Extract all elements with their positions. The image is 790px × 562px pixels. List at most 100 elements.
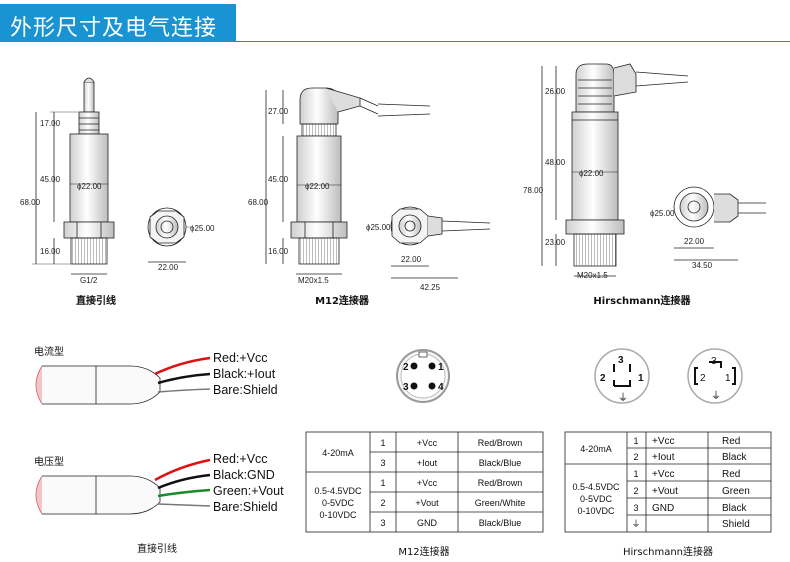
table-cell: 1: [380, 438, 385, 448]
dim-label: ϕ22.00: [305, 182, 330, 191]
dim-label: 45.00: [40, 175, 61, 184]
table-cell: 1: [633, 436, 638, 446]
table-cell: 0.5-4.5VDC: [572, 482, 620, 492]
table-cell: 2: [633, 452, 638, 462]
table-cell: 0-10VDC: [319, 510, 357, 520]
wiring-voltage-title: 电压型: [34, 455, 64, 468]
pin-label: 3: [403, 382, 409, 393]
table-cell: 1: [380, 478, 385, 488]
dims-direct: 17.00 45.00 68.00 16.00 G1/2 ϕ22.00 ϕ25.…: [20, 119, 215, 307]
dim-label: ϕ22.00: [77, 182, 102, 191]
dim-label: 22.00: [158, 263, 179, 272]
dim-label: 68.00: [20, 198, 41, 207]
dim-label: 16.00: [268, 247, 289, 256]
pin-label: 3: [618, 355, 624, 366]
table-cell: 1: [633, 469, 638, 479]
drawing-m12: [265, 87, 491, 279]
table-cell: 3: [380, 458, 385, 468]
pin-label: 1: [725, 373, 731, 384]
page-title: 外形尺寸及电气连接: [10, 16, 218, 41]
wire-label: Bare:Shield: [213, 500, 278, 514]
pin-label: 2: [403, 362, 409, 373]
dim-label: 17.00: [40, 119, 61, 128]
dim-label: 22.00: [401, 255, 422, 264]
pin-label: 2: [600, 373, 606, 384]
dim-label: 48.00: [545, 158, 566, 167]
drawing-hirschmann: [541, 63, 766, 277]
table-cell: Green/White: [475, 498, 526, 508]
dims-m12: 27.00 45.00 68.00 16.00 M20x1.5 ϕ22.00 ϕ…: [248, 107, 441, 307]
hirschmann-pin-face-right: 3 2 1 ⏚: [687, 348, 743, 404]
wiring-current: 电流型 Red:+Vcc Black:+Iout Bare:Shield: [34, 345, 278, 405]
wire-label: Bare:Shield: [213, 383, 278, 397]
pin-label: 2: [700, 373, 706, 384]
pin-label: 3: [711, 356, 717, 367]
table-cell: 2: [633, 486, 638, 496]
table-cell: 0-5VDC: [322, 498, 355, 508]
m12-table-caption: M12连接器: [398, 545, 449, 558]
dim-label: 26.00: [545, 87, 566, 96]
table-cell: 3: [633, 503, 638, 513]
dim-label: ϕ25.00: [650, 209, 675, 218]
dim-label: 42.25: [420, 283, 441, 292]
table-cell: GND: [652, 503, 674, 514]
dim-label: 45.00: [268, 175, 289, 184]
table-cell: +Vcc: [652, 469, 675, 480]
table-cell: Red: [722, 469, 740, 480]
dim-label: 22.00: [684, 237, 705, 246]
wiring-voltage: 电压型 Red:+Vcc Black:GND Green:+Vout Bare:…: [34, 452, 284, 555]
table-cell: +Vout: [652, 486, 678, 497]
table-cell: +Vcc: [417, 438, 438, 448]
table-cell: +Vcc: [652, 436, 675, 447]
dim-label: M20x1.5: [298, 276, 329, 285]
caption-m12: M12连接器: [315, 294, 370, 307]
section-header: 外形尺寸及电气连接: [0, 4, 790, 44]
wire-label: Black:+Iout: [213, 367, 276, 381]
table-cell: GND: [417, 518, 438, 528]
dim-label: 34.50: [692, 261, 713, 270]
dim-label: 16.00: [40, 247, 61, 256]
wire-label: Black:GND: [213, 468, 275, 482]
hirschmann-pin-face-left: 3 2 1 ⏚: [594, 348, 650, 404]
table-cell: Red/Brown: [478, 478, 523, 488]
m12-table: 4-20mA 1 +Vcc Red/Brown 3 +Iout Black/Bl…: [305, 431, 544, 558]
table-cell: Shield: [722, 519, 750, 530]
table-cell: 3: [380, 518, 385, 528]
table-cell: Black: [722, 452, 747, 463]
dim-label: ϕ22.00: [579, 169, 604, 178]
table-cell: +Iout: [652, 452, 675, 463]
table-cell: +Vout: [415, 498, 439, 508]
table-cell: 2: [380, 498, 385, 508]
hirschmann-table: 4-20mA 1 +Vcc Red 2 +Iout Black 0.5-4.5V…: [564, 431, 772, 558]
table-cell: 0.5-4.5VDC: [314, 486, 362, 496]
ground-icon: ⏚: [711, 390, 721, 402]
dims-hirschmann: 26.00 48.00 78.00 23.00 M20x1.5 ϕ22.00 ϕ…: [523, 87, 713, 307]
wiring-current-title: 电流型: [34, 345, 64, 358]
dim-label: 78.00: [523, 186, 544, 195]
ground-icon: ⏚: [618, 392, 628, 404]
dim-label: M20x1.5: [577, 271, 608, 280]
table-cell: +Vcc: [417, 478, 438, 488]
table-cell: Green: [722, 486, 750, 497]
dim-label: 27.00: [268, 107, 289, 116]
caption-direct: 直接引线: [76, 294, 116, 307]
table-cell: +Iout: [417, 458, 438, 468]
caption-hirschmann: Hirschmann连接器: [593, 294, 691, 307]
table-cell: Black/Blue: [479, 458, 522, 468]
pin-label: 1: [438, 362, 444, 373]
drawing-direct: [32, 77, 192, 275]
wiring-caption: 直接引线: [137, 542, 177, 555]
table-cell: 0-10VDC: [577, 506, 615, 516]
pin-label: 4: [438, 382, 444, 393]
table-cell: Black/Blue: [479, 518, 522, 528]
table-cell: 4-20mA: [580, 444, 612, 454]
dim-label: ϕ25.00: [366, 223, 391, 232]
table-cell: 0-5VDC: [580, 494, 613, 504]
m12-pin-face: 2 1 3 4: [396, 349, 450, 403]
header-underline: [236, 41, 790, 42]
table-cell: 4-20mA: [322, 448, 354, 458]
table-cell: Red/Brown: [478, 438, 523, 448]
hirschmann-table-caption: Hirschmann连接器: [623, 545, 713, 558]
table-cell: Red: [722, 436, 740, 447]
